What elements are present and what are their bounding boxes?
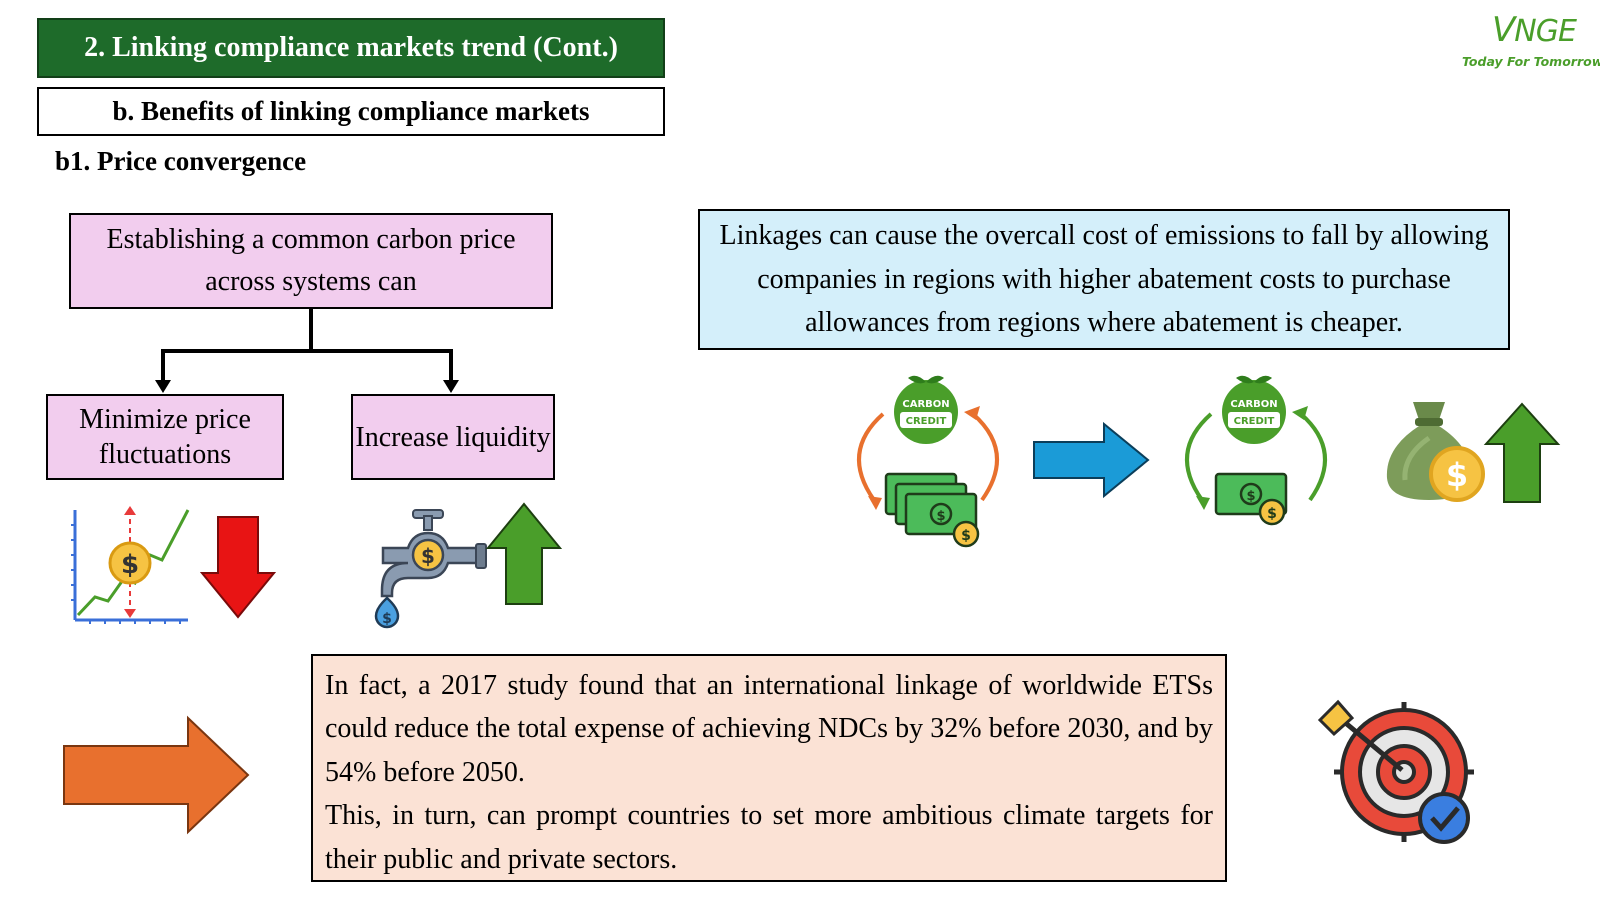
page-title: 2. Linking compliance markets trend (Con… [37, 18, 665, 78]
carbon-credit-cycle-icon: CARBON CREDIT $ $ [857, 375, 999, 548]
common-price-box: Establishing a common carbon price acros… [69, 213, 553, 309]
money-faucet-icon: $ $ [374, 509, 487, 629]
increase-liquidity-text: Increase liquidity [355, 421, 551, 453]
svg-text:$: $ [936, 509, 945, 524]
orange-right-arrow-icon [63, 715, 250, 835]
study-paragraph-1: In fact, a 2017 study found that an inte… [325, 670, 1213, 788]
study-findings-box: In fact, a 2017 study found that an inte… [311, 654, 1227, 882]
logo-mark-rest: NGE [1514, 14, 1577, 49]
section-subtitle: b. Benefits of linking compliance market… [37, 87, 665, 136]
svg-text:$: $ [121, 550, 139, 580]
svg-text:$: $ [1446, 456, 1468, 494]
linkage-explanation-box: Linkages can cause the overcall cost of … [698, 209, 1510, 350]
carbon-credit-label-line1-b: CARBON [1230, 399, 1277, 410]
logo-mark: VNGE [1492, 10, 1577, 50]
logo-tagline: Today For Tomorrow [1462, 54, 1600, 69]
linkage-explanation-text: Linkages can cause the overcall cost of … [719, 220, 1489, 339]
green-up-arrow-right-icon [1483, 402, 1561, 503]
svg-text:$: $ [1246, 489, 1255, 504]
minimize-fluctuations-box: Minimize price fluctuations [46, 394, 284, 480]
blue-right-arrow-icon [1033, 421, 1150, 499]
green-up-arrow-icon [485, 502, 563, 605]
minimize-fluctuations-text: Minimize price fluctuations [79, 404, 251, 470]
logo-mark-first: V [1492, 10, 1515, 50]
target-icon [1317, 699, 1474, 844]
red-down-arrow-icon [199, 516, 277, 619]
increase-liquidity-box: Increase liquidity [351, 394, 555, 480]
svg-text:$: $ [421, 544, 435, 568]
money-bag-icon: $ [1386, 402, 1485, 502]
svg-text:$: $ [382, 611, 392, 627]
study-paragraph-2: This, in turn, can prompt countries to s… [325, 800, 1213, 875]
price-chart-icon: $ [71, 506, 190, 624]
carbon-credit-label-line1: CARBON [902, 399, 949, 410]
carbon-credit-label-line2-b: CREDIT [1234, 416, 1275, 427]
subsection-heading: b1. Price convergence [55, 146, 307, 176]
carbon-credit-label-line2: CREDIT [906, 416, 947, 427]
svg-text:$: $ [1267, 506, 1277, 522]
carbon-credit-cycle-green-icon: CARBON CREDIT $ $ [1185, 375, 1327, 526]
vnge-logo: VNGE Today For Tomorrow [1450, 10, 1600, 72]
svg-text:$: $ [961, 528, 971, 544]
common-price-text: Establishing a common carbon price acros… [106, 224, 516, 297]
